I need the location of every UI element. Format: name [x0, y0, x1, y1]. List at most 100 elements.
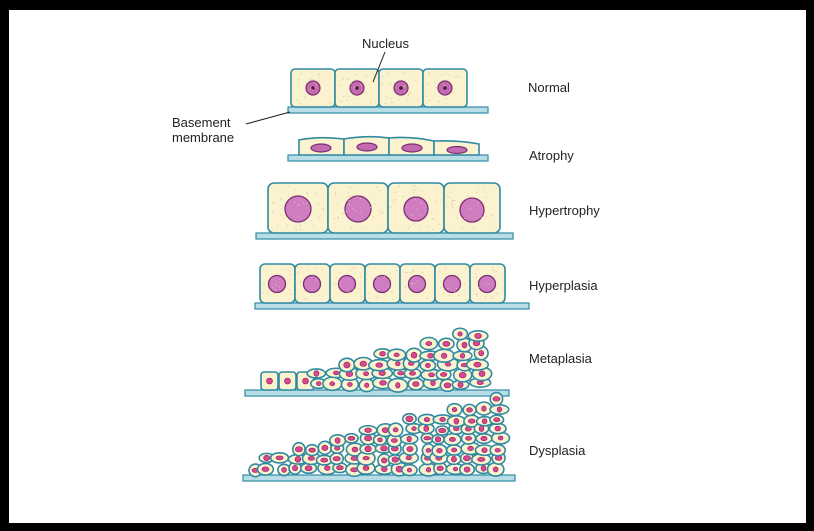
- cytoplasm-speck: [486, 284, 487, 285]
- cytoplasm-speck: [428, 226, 429, 227]
- cytoplasm-speck: [412, 270, 413, 271]
- cytoplasm-speck: [294, 202, 295, 203]
- nucleus: [429, 373, 435, 377]
- nucleus: [474, 362, 481, 367]
- cytoplasm-speck: [477, 188, 478, 189]
- cytoplasm-speck: [485, 216, 486, 217]
- cytoplasm-speck: [464, 218, 465, 219]
- cytoplasm-speck: [421, 202, 422, 203]
- nucleus: [412, 427, 417, 431]
- cytoplasm-speck: [405, 286, 406, 287]
- nucleus: [407, 436, 412, 442]
- row-normal: [288, 69, 488, 113]
- cytoplasm-speck: [404, 86, 405, 87]
- cytoplasm-speck: [376, 187, 377, 188]
- cytoplasm-speck: [339, 285, 340, 286]
- cytoplasm-speck: [473, 227, 474, 228]
- cytoplasm-speck: [410, 283, 411, 284]
- cytoplasm-speck: [363, 92, 364, 93]
- row-atrophy: [288, 137, 488, 161]
- cytoplasm-speck: [470, 196, 471, 197]
- nucleus: [393, 428, 398, 432]
- cytoplasm-speck: [263, 292, 264, 293]
- cytoplasm-speck: [374, 204, 375, 205]
- cytoplasm-speck: [355, 85, 356, 86]
- cytoplasm-speck: [439, 271, 440, 272]
- cytoplasm-speck: [353, 267, 354, 268]
- nucleus: [426, 467, 430, 472]
- nucleus: [269, 276, 286, 293]
- cytoplasm-speck: [347, 291, 348, 292]
- nucleus: [424, 417, 429, 421]
- cytoplasm-speck: [296, 100, 297, 101]
- cytoplasm-speck: [319, 76, 320, 77]
- nucleus: [262, 467, 269, 472]
- cytoplasm-speck: [478, 287, 479, 288]
- cytoplasm-speck: [379, 275, 380, 276]
- nucleus: [435, 437, 441, 442]
- cytoplasm-speck: [477, 204, 478, 205]
- cytoplasm-speck: [319, 215, 320, 216]
- nucleus: [344, 362, 350, 368]
- cytoplasm-speck: [374, 82, 375, 83]
- cytoplasm-speck: [279, 286, 280, 287]
- nucleus: [439, 428, 446, 432]
- nucleus: [440, 417, 446, 421]
- cytoplasm-speck: [417, 188, 418, 189]
- cytoplasm-speck: [382, 212, 383, 213]
- cytoplasm-speck: [386, 97, 387, 98]
- nucleus: [451, 448, 456, 452]
- cytoplasm-speck: [335, 283, 336, 284]
- cytoplasm-speck: [433, 218, 434, 219]
- cytoplasm-speck: [475, 273, 476, 274]
- cytoplasm-speck: [360, 276, 361, 277]
- nucleus: [498, 436, 503, 440]
- nucleus: [365, 428, 372, 433]
- cytoplasm-speck: [306, 299, 307, 300]
- cytoplasm-speck: [440, 287, 441, 288]
- cytoplasm-speck: [415, 80, 416, 81]
- cytoplasm-speck: [419, 195, 420, 196]
- nucleus: [347, 382, 352, 386]
- nucleus: [303, 378, 309, 384]
- cytoplasm-speck: [454, 200, 455, 201]
- cytoplasm-speck: [275, 285, 276, 286]
- cytoplasm-speck: [379, 210, 380, 211]
- nucleus: [406, 456, 412, 460]
- cytoplasm-speck: [311, 220, 312, 221]
- nucleus: [440, 373, 446, 377]
- nucleus: [428, 353, 434, 358]
- nucleus: [495, 448, 501, 452]
- cytoplasm-speck: [438, 101, 439, 102]
- nucleus: [463, 456, 470, 461]
- nucleus: [443, 341, 450, 346]
- cytoplasm-speck: [280, 199, 281, 200]
- cytoplasm-speck: [432, 229, 433, 230]
- cytoplasm-speck: [335, 195, 336, 196]
- cytoplasm-speck: [348, 96, 349, 97]
- cytoplasm-speck: [436, 87, 437, 88]
- nucleus: [336, 466, 343, 470]
- nucleus: [495, 426, 501, 431]
- cytoplasm-speck: [382, 76, 383, 77]
- cytoplasm-speck: [379, 190, 380, 191]
- cytoplasm-speck: [446, 98, 447, 99]
- cytoplasm-speck: [454, 291, 455, 292]
- nucleus: [395, 362, 400, 366]
- cytoplasm-speck: [426, 96, 427, 97]
- cytoplasm-speck: [469, 223, 470, 224]
- nucleus: [264, 455, 270, 461]
- nucleus: [381, 446, 388, 451]
- cytoplasm-speck: [345, 211, 346, 212]
- nucleus: [445, 362, 451, 366]
- cytoplasm-speck: [445, 282, 446, 283]
- nucleus: [444, 276, 461, 293]
- cytoplasm-speck: [352, 195, 353, 196]
- cytoplasm-speck: [377, 290, 378, 291]
- cytoplasm-speck: [432, 71, 433, 72]
- nucleus: [295, 456, 301, 462]
- nucleus: [479, 276, 496, 293]
- label-normal: Normal: [528, 80, 570, 95]
- nucleus: [479, 371, 485, 377]
- label-atrophy: Atrophy: [529, 148, 574, 163]
